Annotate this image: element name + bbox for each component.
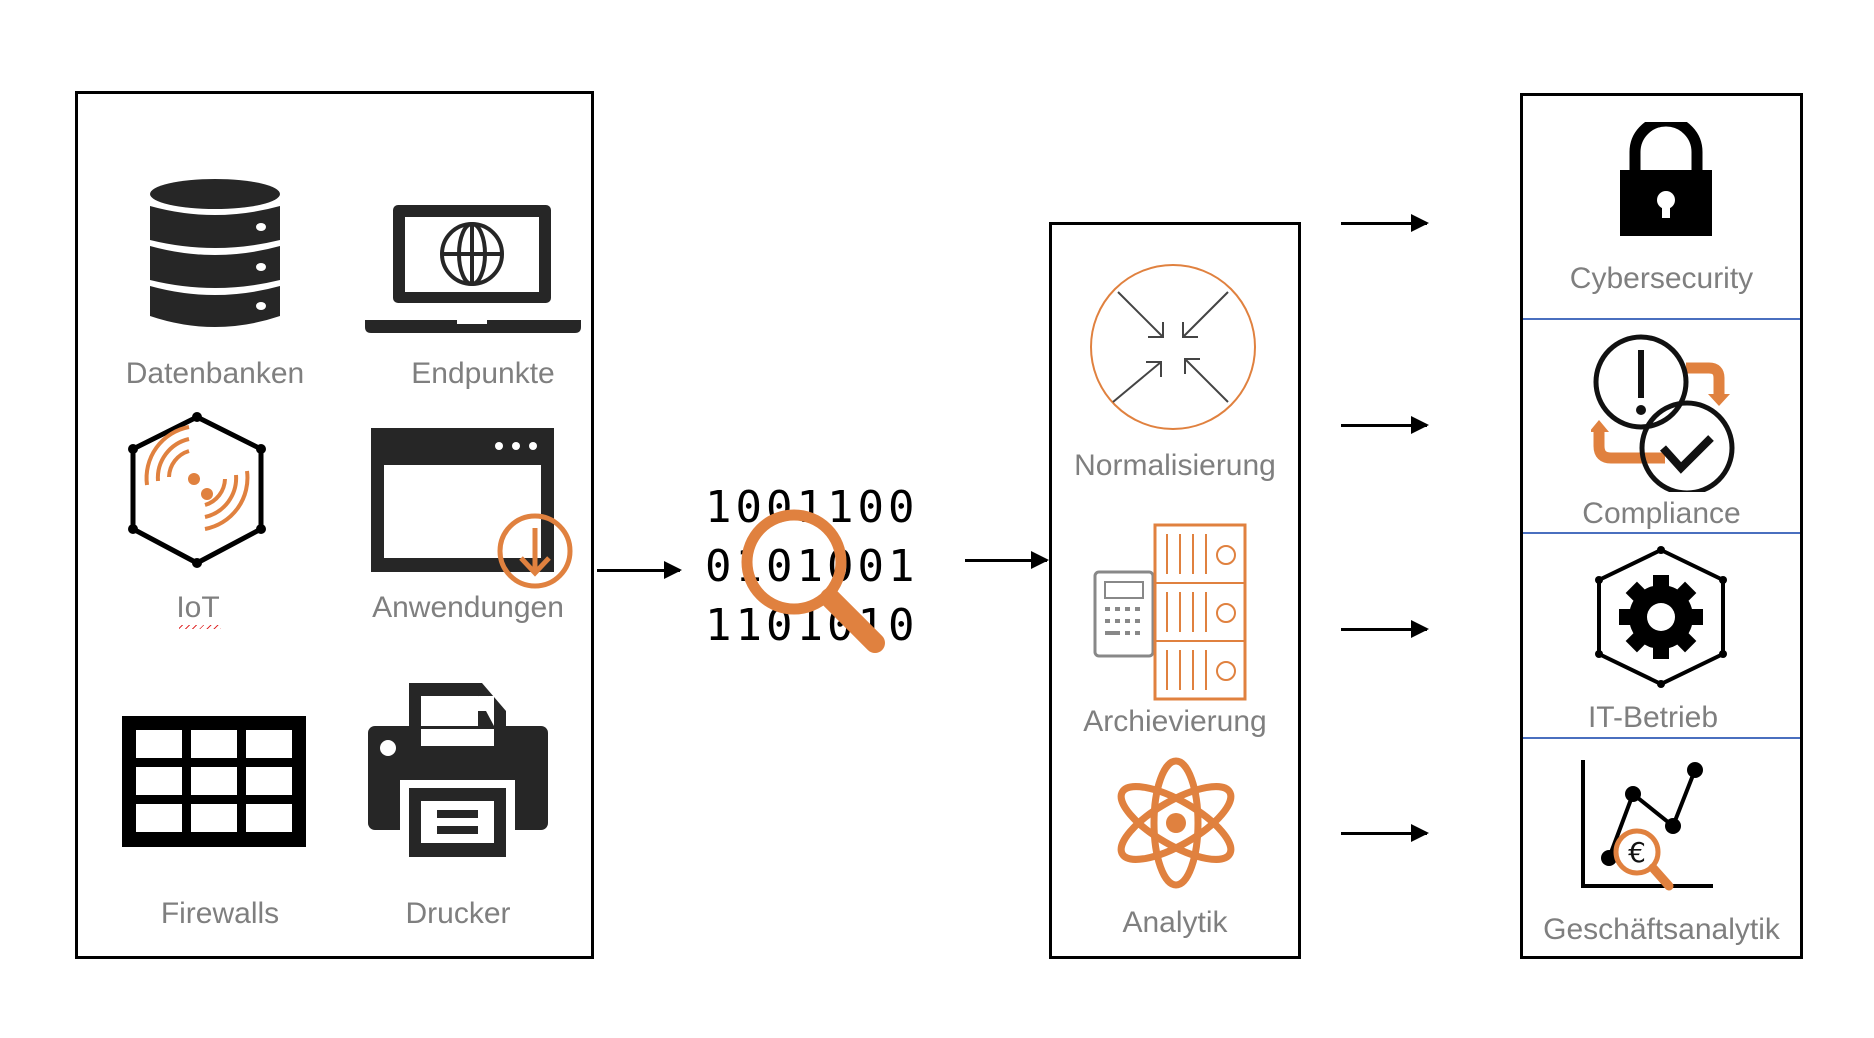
printer-icon [368, 683, 548, 857]
outcome-label-geschaeftsanalytik: Geschäftsanalytik [1543, 913, 1780, 946]
flow-arrow-to-cybersecurity [1341, 214, 1429, 232]
lock-icon [1620, 122, 1712, 236]
binary-row: 1001100 [705, 482, 919, 533]
outcome-divider [1523, 318, 1800, 320]
outcome-label-compliance: Compliance [1582, 497, 1741, 530]
firewall-grid-icon [122, 716, 306, 847]
compress-arrows-icon [1090, 264, 1256, 430]
outcome-divider [1523, 737, 1800, 739]
flow-arrow-to-compliance [1341, 416, 1429, 434]
archive-server-icon [1093, 523, 1247, 701]
binary-data-block: 1001100 0101001 1101010 [700, 478, 960, 658]
flow-arrow-data-to-processing [965, 551, 1049, 569]
source-label-endpunkte: Endpunkte [411, 357, 555, 390]
binary-row: 0101001 [705, 541, 919, 592]
processing-label-analytik: Analytik [1122, 906, 1228, 939]
processing-label-normalisierung: Normalisierung [1074, 449, 1276, 482]
source-label-anwendungen: Anwendungen [372, 591, 564, 624]
outcome-divider [1523, 532, 1800, 534]
spellcheck-underline [179, 625, 221, 629]
gear-hexagon-icon [1595, 546, 1727, 688]
flow-arrow-sources-to-data [597, 561, 682, 579]
chart-euro-icon: € [1581, 760, 1713, 891]
outcome-label-cybersecurity: Cybersecurity [1569, 262, 1754, 295]
laptop-globe-icon [365, 205, 581, 333]
source-label-firewalls: Firewalls [160, 897, 280, 930]
sources-panel: Datenbanken Endpunkte IoT [75, 91, 594, 959]
atom-icon [1117, 757, 1235, 889]
flow-arrow-to-it-betrieb [1341, 620, 1429, 638]
source-label-datenbanken: Datenbanken [125, 357, 305, 390]
magnifier-icon [741, 509, 885, 653]
iot-hexagon-icon [128, 412, 266, 568]
processing-label-archievierung: Archievierung [1083, 705, 1267, 738]
processing-panel: Normalisierung Archievierung Analytik [1049, 222, 1301, 959]
database-icon [150, 179, 280, 327]
source-label-drucker: Drucker [405, 897, 511, 930]
svg-text:€: € [1628, 836, 1646, 869]
compliance-check-icon [1591, 334, 1735, 492]
app-window-download-icon [371, 428, 573, 589]
flow-arrow-to-geschaeftsanalytik [1341, 824, 1429, 842]
source-label-iot: IoT [176, 591, 220, 624]
outcome-label-it-betrieb: IT-Betrieb [1587, 701, 1719, 734]
outcomes-panel: Cybersecurity Compliance [1520, 93, 1803, 959]
